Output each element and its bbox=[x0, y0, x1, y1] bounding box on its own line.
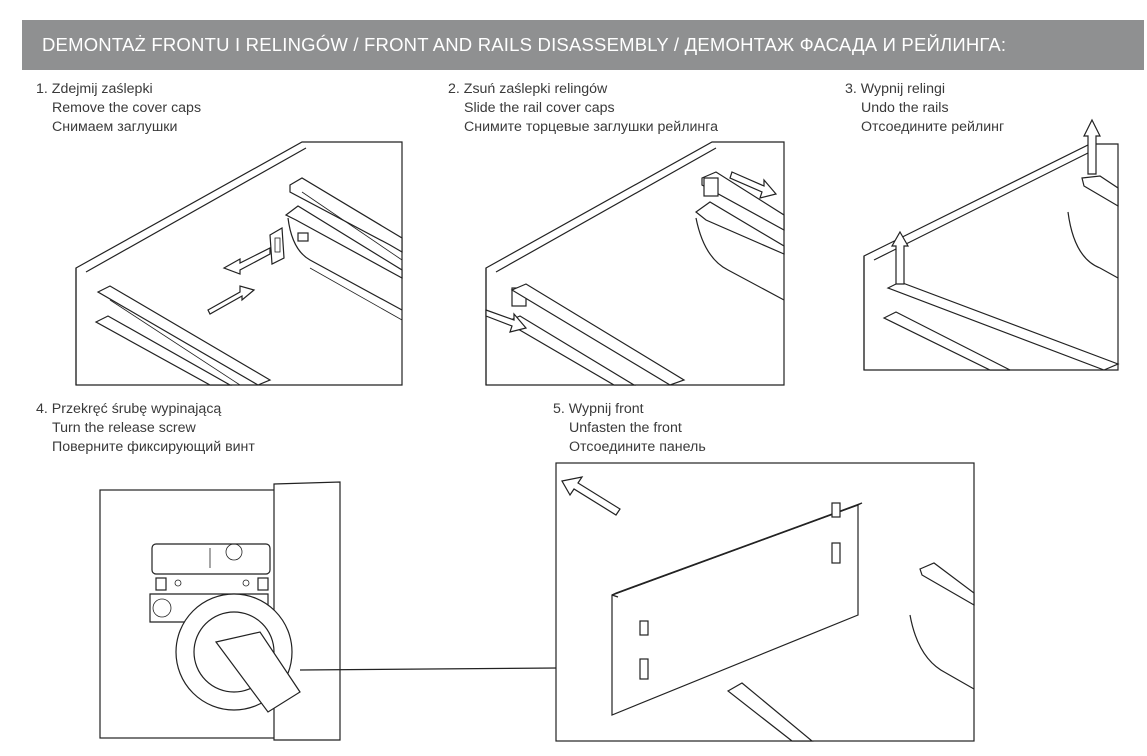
drawer-side-rail bbox=[284, 177, 403, 321]
rail-bottom bbox=[94, 285, 272, 386]
step-3-illustration bbox=[863, 118, 1120, 371]
step-5-caption: 5. Wypnij front Unfasten the front Отсое… bbox=[553, 400, 706, 457]
drawer-side-rail bbox=[1067, 175, 1119, 279]
page-title: DEMONTAŻ FRONTU I RELINGÓW / FRONT AND R… bbox=[42, 34, 1007, 55]
arrow-up-left-icon bbox=[561, 476, 621, 516]
drawer-front-panel bbox=[863, 143, 1119, 371]
arrow-up-icon bbox=[890, 118, 1101, 285]
step-4-caption: 4. Przekręć śrubę wypinającą Turn the re… bbox=[36, 400, 255, 457]
step-2-en: Slide the rail cover caps bbox=[464, 100, 615, 116]
step-3-en: Undo the rails bbox=[861, 100, 949, 116]
step-1-illustration bbox=[75, 141, 403, 386]
step-1-pl: 1. Zdejmij zaślepki bbox=[36, 81, 153, 97]
cover-cap bbox=[269, 226, 309, 265]
step-2-pl: 2. Zsuń zaślepki relingów bbox=[448, 81, 608, 97]
screwdriver-icon bbox=[175, 593, 301, 713]
connector-line bbox=[299, 667, 559, 671]
step-4-ru: Поверните фиксирующий винт bbox=[52, 439, 255, 455]
clip-lower-icon bbox=[831, 542, 841, 564]
arrow-right-icon bbox=[207, 285, 256, 315]
step-5-en: Unfasten the front bbox=[569, 420, 682, 436]
arrow-down-right-icon bbox=[485, 309, 528, 333]
step-5-ru: Отсоедините панель bbox=[569, 439, 706, 455]
step-3-pl: 3. Wypnij relingi bbox=[845, 81, 946, 97]
front-bracket bbox=[149, 543, 271, 623]
step-3-caption: 3. Wypnij relingi Undo the rails Отсоеди… bbox=[845, 80, 1004, 137]
step-4-illustration bbox=[99, 481, 341, 741]
step-5-illustration bbox=[555, 462, 975, 742]
step-3-ru: Отсоедините рейлинг bbox=[861, 119, 1005, 135]
clip-lower-icon bbox=[639, 658, 649, 680]
step-2-ru: Снимите торцевые заглушки рейлинга bbox=[464, 119, 718, 135]
arrow-right-icon bbox=[729, 171, 778, 199]
arrow-left-icon bbox=[222, 247, 271, 275]
step-1-caption: 1. Zdejmij zaślepki Remove the cover cap… bbox=[36, 80, 201, 137]
step-1-en: Remove the cover caps bbox=[52, 100, 202, 116]
clip-upper-icon bbox=[831, 502, 841, 518]
header-banner: DEMONTAŻ FRONTU I RELINGÓW / FRONT AND R… bbox=[22, 20, 1144, 70]
drawer-side-rail bbox=[909, 562, 975, 690]
rail-bottom bbox=[726, 682, 814, 742]
step-2-caption: 2. Zsuń zaślepki relingów Slide the rail… bbox=[448, 80, 718, 137]
step-5-pl: 5. Wypnij front bbox=[553, 401, 644, 417]
step-4-en: Turn the release screw bbox=[52, 420, 196, 436]
step-2-illustration bbox=[485, 141, 785, 386]
step-1-ru: Снимаем заглушки bbox=[52, 119, 178, 135]
drawer-front-panel bbox=[611, 502, 863, 716]
clip-upper-icon bbox=[639, 620, 649, 636]
step-4-pl: 4. Przekręć śrubę wypinającą bbox=[36, 401, 222, 417]
drawer-side-rail bbox=[695, 171, 785, 301]
